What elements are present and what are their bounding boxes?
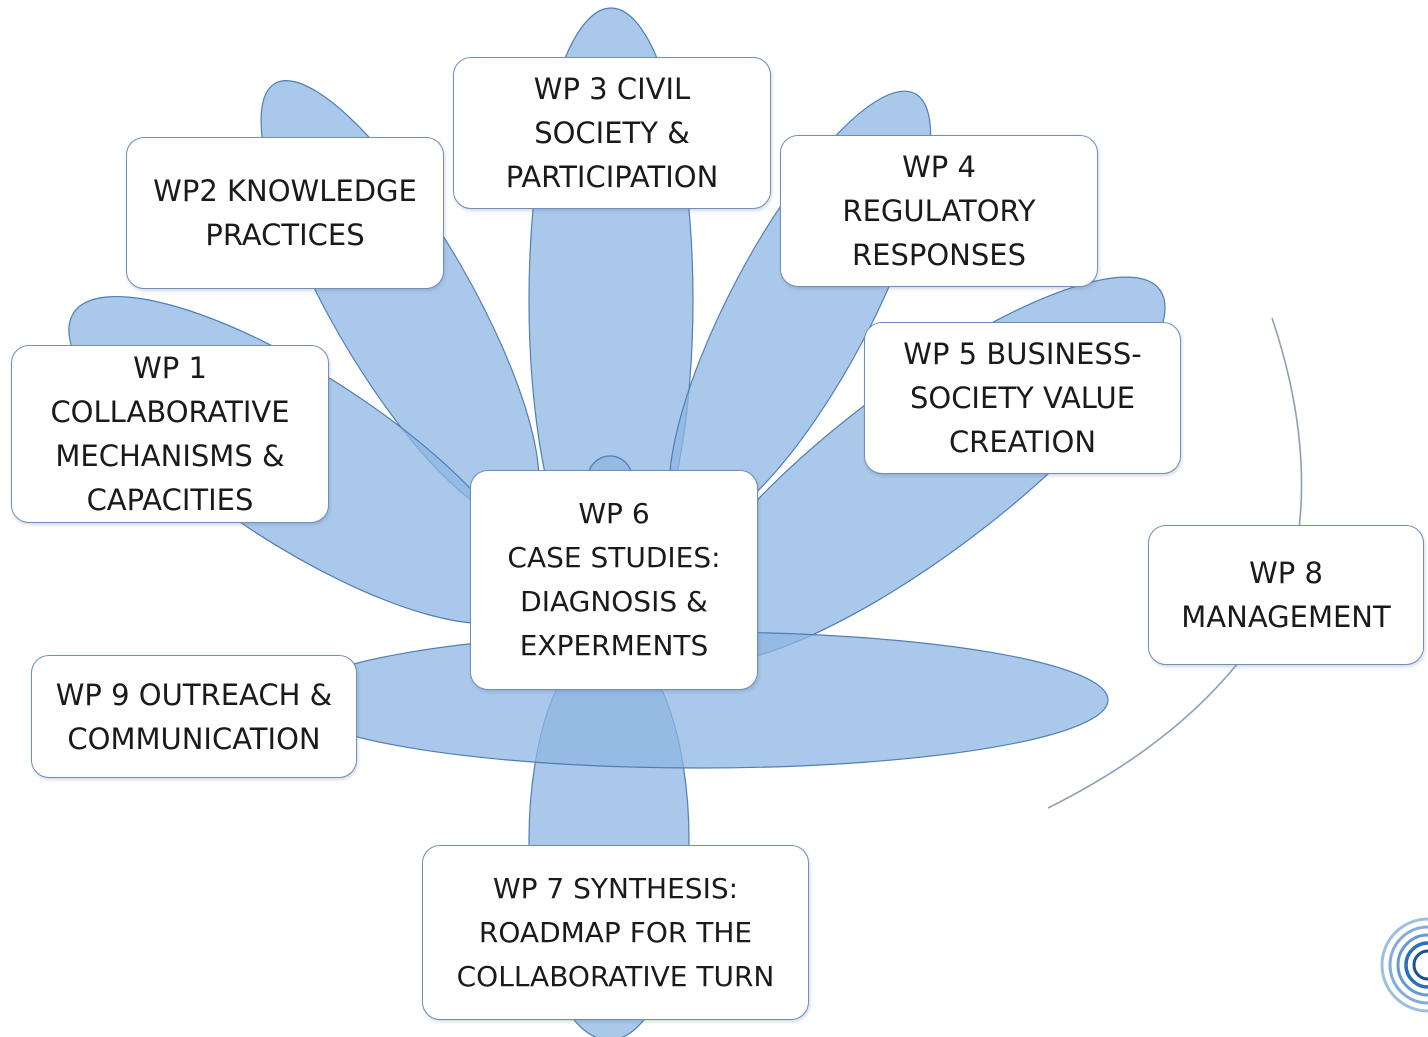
wp5-box[interactable]: WP 5 BUSINESS- SOCIETY VALUE CREATION (864, 322, 1181, 474)
wp2-box[interactable]: WP2 KNOWLEDGE PRACTICES (126, 137, 444, 289)
wp3-box[interactable]: WP 3 CIVIL SOCIETY & PARTICIPATION (453, 57, 771, 209)
wp4-box[interactable]: WP 4 REGULATORY RESPONSES (780, 135, 1098, 287)
wp7-box[interactable]: WP 7 SYNTHESIS: ROADMAP FOR THE COLLABOR… (422, 845, 809, 1020)
wp5-label: WP 5 BUSINESS- SOCIETY VALUE CREATION (903, 337, 1142, 459)
wp2-label: WP2 KNOWLEDGE PRACTICES (153, 174, 417, 252)
wp4-label: WP 4 REGULATORY RESPONSES (842, 150, 1036, 272)
wp3-label: WP 3 CIVIL SOCIETY & PARTICIPATION (505, 72, 719, 194)
wp6-box[interactable]: WP 6 CASE STUDIES: DIAGNOSIS & EXPERMENT… (470, 470, 758, 690)
concentric-circles-logo-icon (1380, 917, 1428, 1013)
wp8-label: WP 8 MANAGEMENT (1181, 556, 1391, 634)
wp7-label: WP 7 SYNTHESIS: ROADMAP FOR THE COLLABOR… (456, 871, 775, 993)
wp1-label: WP 1 COLLABORATIVE MECHANISMS & CAPACITI… (50, 351, 290, 517)
wp8-box[interactable]: WP 8 MANAGEMENT (1148, 525, 1424, 665)
wp9-box[interactable]: WP 9 OUTREACH & COMMUNICATION (31, 655, 357, 778)
wp9-label: WP 9 OUTREACH & COMMUNICATION (55, 677, 333, 756)
wp6-label: WP 6 CASE STUDIES: DIAGNOSIS & EXPERMENT… (507, 497, 721, 662)
wp1-box[interactable]: WP 1 COLLABORATIVE MECHANISMS & CAPACITI… (11, 345, 329, 523)
